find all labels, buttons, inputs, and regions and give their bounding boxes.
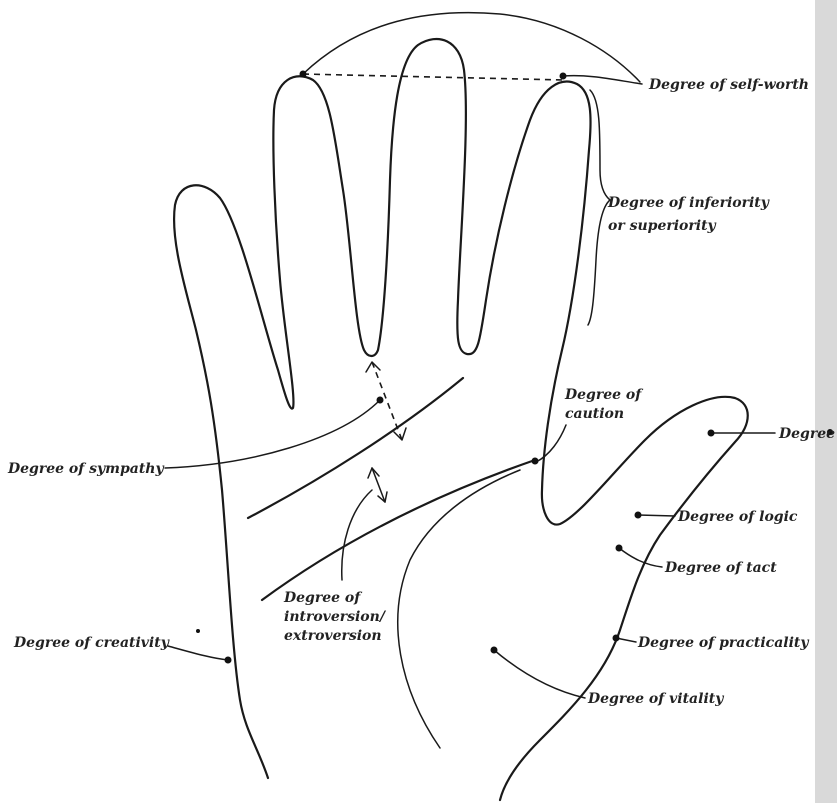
self-worth-dot-left: [300, 71, 307, 78]
tact-leader: [619, 548, 662, 567]
self-worth-dot-right: [560, 73, 567, 80]
label-tact: Degree of tact: [664, 560, 777, 576]
sympathy-dot: [377, 397, 384, 404]
label-creativity: Degree of creativity: [13, 635, 170, 651]
logic-leader: [638, 515, 675, 516]
logic-dot: [635, 512, 642, 519]
caution-dot: [532, 458, 539, 465]
label-self-worth: Degree of self-worth: [648, 77, 809, 93]
caution-leader: [536, 425, 566, 462]
label-vitality: Degree of vitality: [587, 691, 724, 707]
finger-gap-dashed-arrow: [372, 362, 402, 440]
self-worth-arc: [303, 13, 640, 82]
label-inferiority-line2: or superiority: [608, 218, 717, 234]
introversion-leader: [342, 490, 372, 580]
arrowhead-top: [366, 362, 380, 372]
practicality-dot: [613, 635, 620, 642]
vitality-leader: [494, 650, 585, 698]
creativity-dot: [225, 657, 232, 664]
creativity-leader: [168, 646, 228, 660]
vitality-dot: [491, 647, 498, 654]
stray-mark: [196, 629, 200, 633]
label-caution-line2: caution: [565, 406, 624, 422]
thumb-tip-dot: [708, 430, 715, 437]
label-practicality: Degree of practicality: [637, 635, 809, 651]
hand-outline: [174, 39, 748, 800]
tact-dot: [616, 545, 623, 552]
label-inferiority-line1: Degree of inferiority: [607, 195, 770, 211]
label-sympathy: Degree of sympathy: [7, 461, 164, 477]
label-thumb-tip: Degree of: [778, 426, 837, 442]
label-introversion-line1: Degree of: [283, 590, 363, 606]
page-edge: [815, 0, 837, 803]
self-worth-dashed-line: [303, 74, 563, 80]
label-caution-line1: Degree of: [564, 387, 644, 403]
label-introversion-line2: introversion/: [284, 609, 387, 625]
label-logic: Degree of logic: [677, 509, 798, 525]
head-line: [248, 378, 463, 518]
life-line: [398, 470, 520, 748]
sympathy-leader: [165, 400, 380, 468]
label-introversion-line3: extroversion: [284, 628, 382, 644]
